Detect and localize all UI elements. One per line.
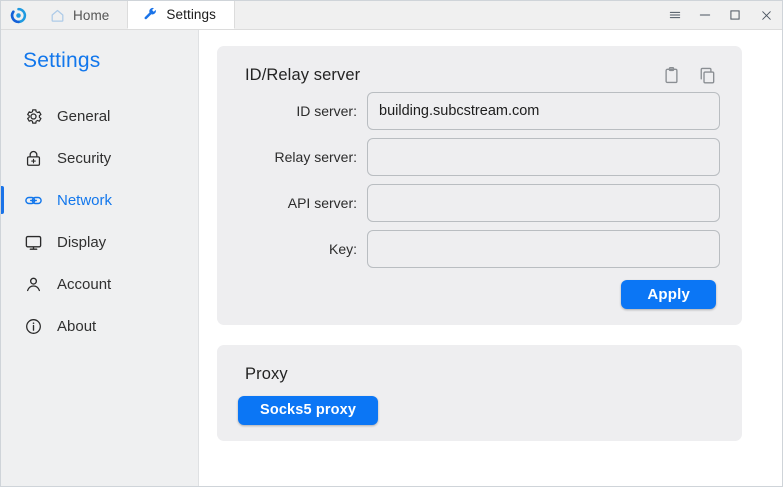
- sidebar-item-label: Account: [57, 275, 112, 293]
- sidebar-item-general[interactable]: General: [1, 95, 198, 137]
- card-title: ID/Relay server: [245, 66, 361, 84]
- server-form: ID server: Relay server: API server: Key…: [235, 92, 720, 309]
- monitor-icon: [23, 232, 43, 252]
- settings-content: ID/Relay server: [199, 30, 782, 486]
- sidebar-item-label: General: [57, 107, 111, 125]
- lock-icon: [23, 148, 43, 168]
- sidebar-item-display[interactable]: Display: [1, 221, 198, 263]
- sidebar-nav: General Security: [1, 95, 198, 347]
- window-controls: [660, 1, 782, 29]
- sidebar-item-label: Network: [57, 191, 113, 209]
- tab-home[interactable]: Home: [35, 1, 127, 29]
- relay-server-input[interactable]: [367, 138, 720, 176]
- sidebar-title: Settings: [23, 49, 101, 72]
- maximize-icon[interactable]: [720, 1, 750, 29]
- apply-row: Apply: [235, 280, 720, 309]
- sidebar-item-network[interactable]: Network: [1, 179, 198, 221]
- app-logo-icon: [1, 1, 35, 29]
- card-actions: [660, 60, 720, 86]
- api-server-label: API server:: [287, 195, 357, 211]
- key-input[interactable]: [367, 230, 720, 268]
- id-server-label: ID server:: [296, 103, 357, 119]
- person-icon: [23, 274, 43, 294]
- sidebar: Settings General: [1, 30, 199, 486]
- field-row-key: Key:: [235, 230, 720, 268]
- field-row-id-server: ID server:: [235, 92, 720, 130]
- sidebar-item-label: Security: [57, 149, 112, 167]
- proxy-card-body: Socks5 proxy: [235, 396, 720, 425]
- sidebar-item-label: Display: [57, 233, 107, 251]
- window-body: Settings General: [1, 30, 782, 486]
- card-header: ID/Relay server: [235, 60, 720, 86]
- home-icon: [49, 7, 66, 24]
- hamburger-menu-icon[interactable]: [660, 1, 690, 29]
- clipboard-icon[interactable]: [660, 64, 682, 86]
- id-server-input[interactable]: [367, 92, 720, 130]
- relay-server-label: Relay server:: [274, 149, 357, 165]
- key-label: Key:: [328, 241, 357, 257]
- link-icon: [23, 190, 43, 210]
- proxy-card-title: Proxy: [245, 365, 288, 383]
- title-bar: Home Settings: [1, 1, 782, 30]
- sidebar-item-account[interactable]: Account: [1, 263, 198, 305]
- sidebar-item-label: About: [57, 317, 97, 335]
- close-icon[interactable]: [750, 1, 782, 29]
- minimize-icon[interactable]: [690, 1, 720, 29]
- sidebar-item-security[interactable]: Security: [1, 137, 198, 179]
- apply-button[interactable]: Apply: [621, 280, 716, 309]
- info-icon: [23, 316, 43, 336]
- field-row-api-server: API server:: [235, 184, 720, 222]
- id-relay-server-card: ID/Relay server: [217, 46, 742, 325]
- gear-icon: [23, 106, 43, 126]
- proxy-card: Proxy Socks5 proxy: [217, 345, 742, 441]
- socks5-proxy-button[interactable]: Socks5 proxy: [238, 396, 379, 425]
- field-row-relay-server: Relay server:: [235, 138, 720, 176]
- tab-settings-label: Settings: [166, 7, 217, 22]
- api-server-input[interactable]: [367, 184, 720, 222]
- tab-home-label: Home: [73, 7, 110, 23]
- tab-settings[interactable]: Settings: [127, 1, 236, 29]
- copy-icon[interactable]: [696, 64, 718, 86]
- wrench-icon: [142, 6, 159, 23]
- sidebar-item-about[interactable]: About: [1, 305, 198, 347]
